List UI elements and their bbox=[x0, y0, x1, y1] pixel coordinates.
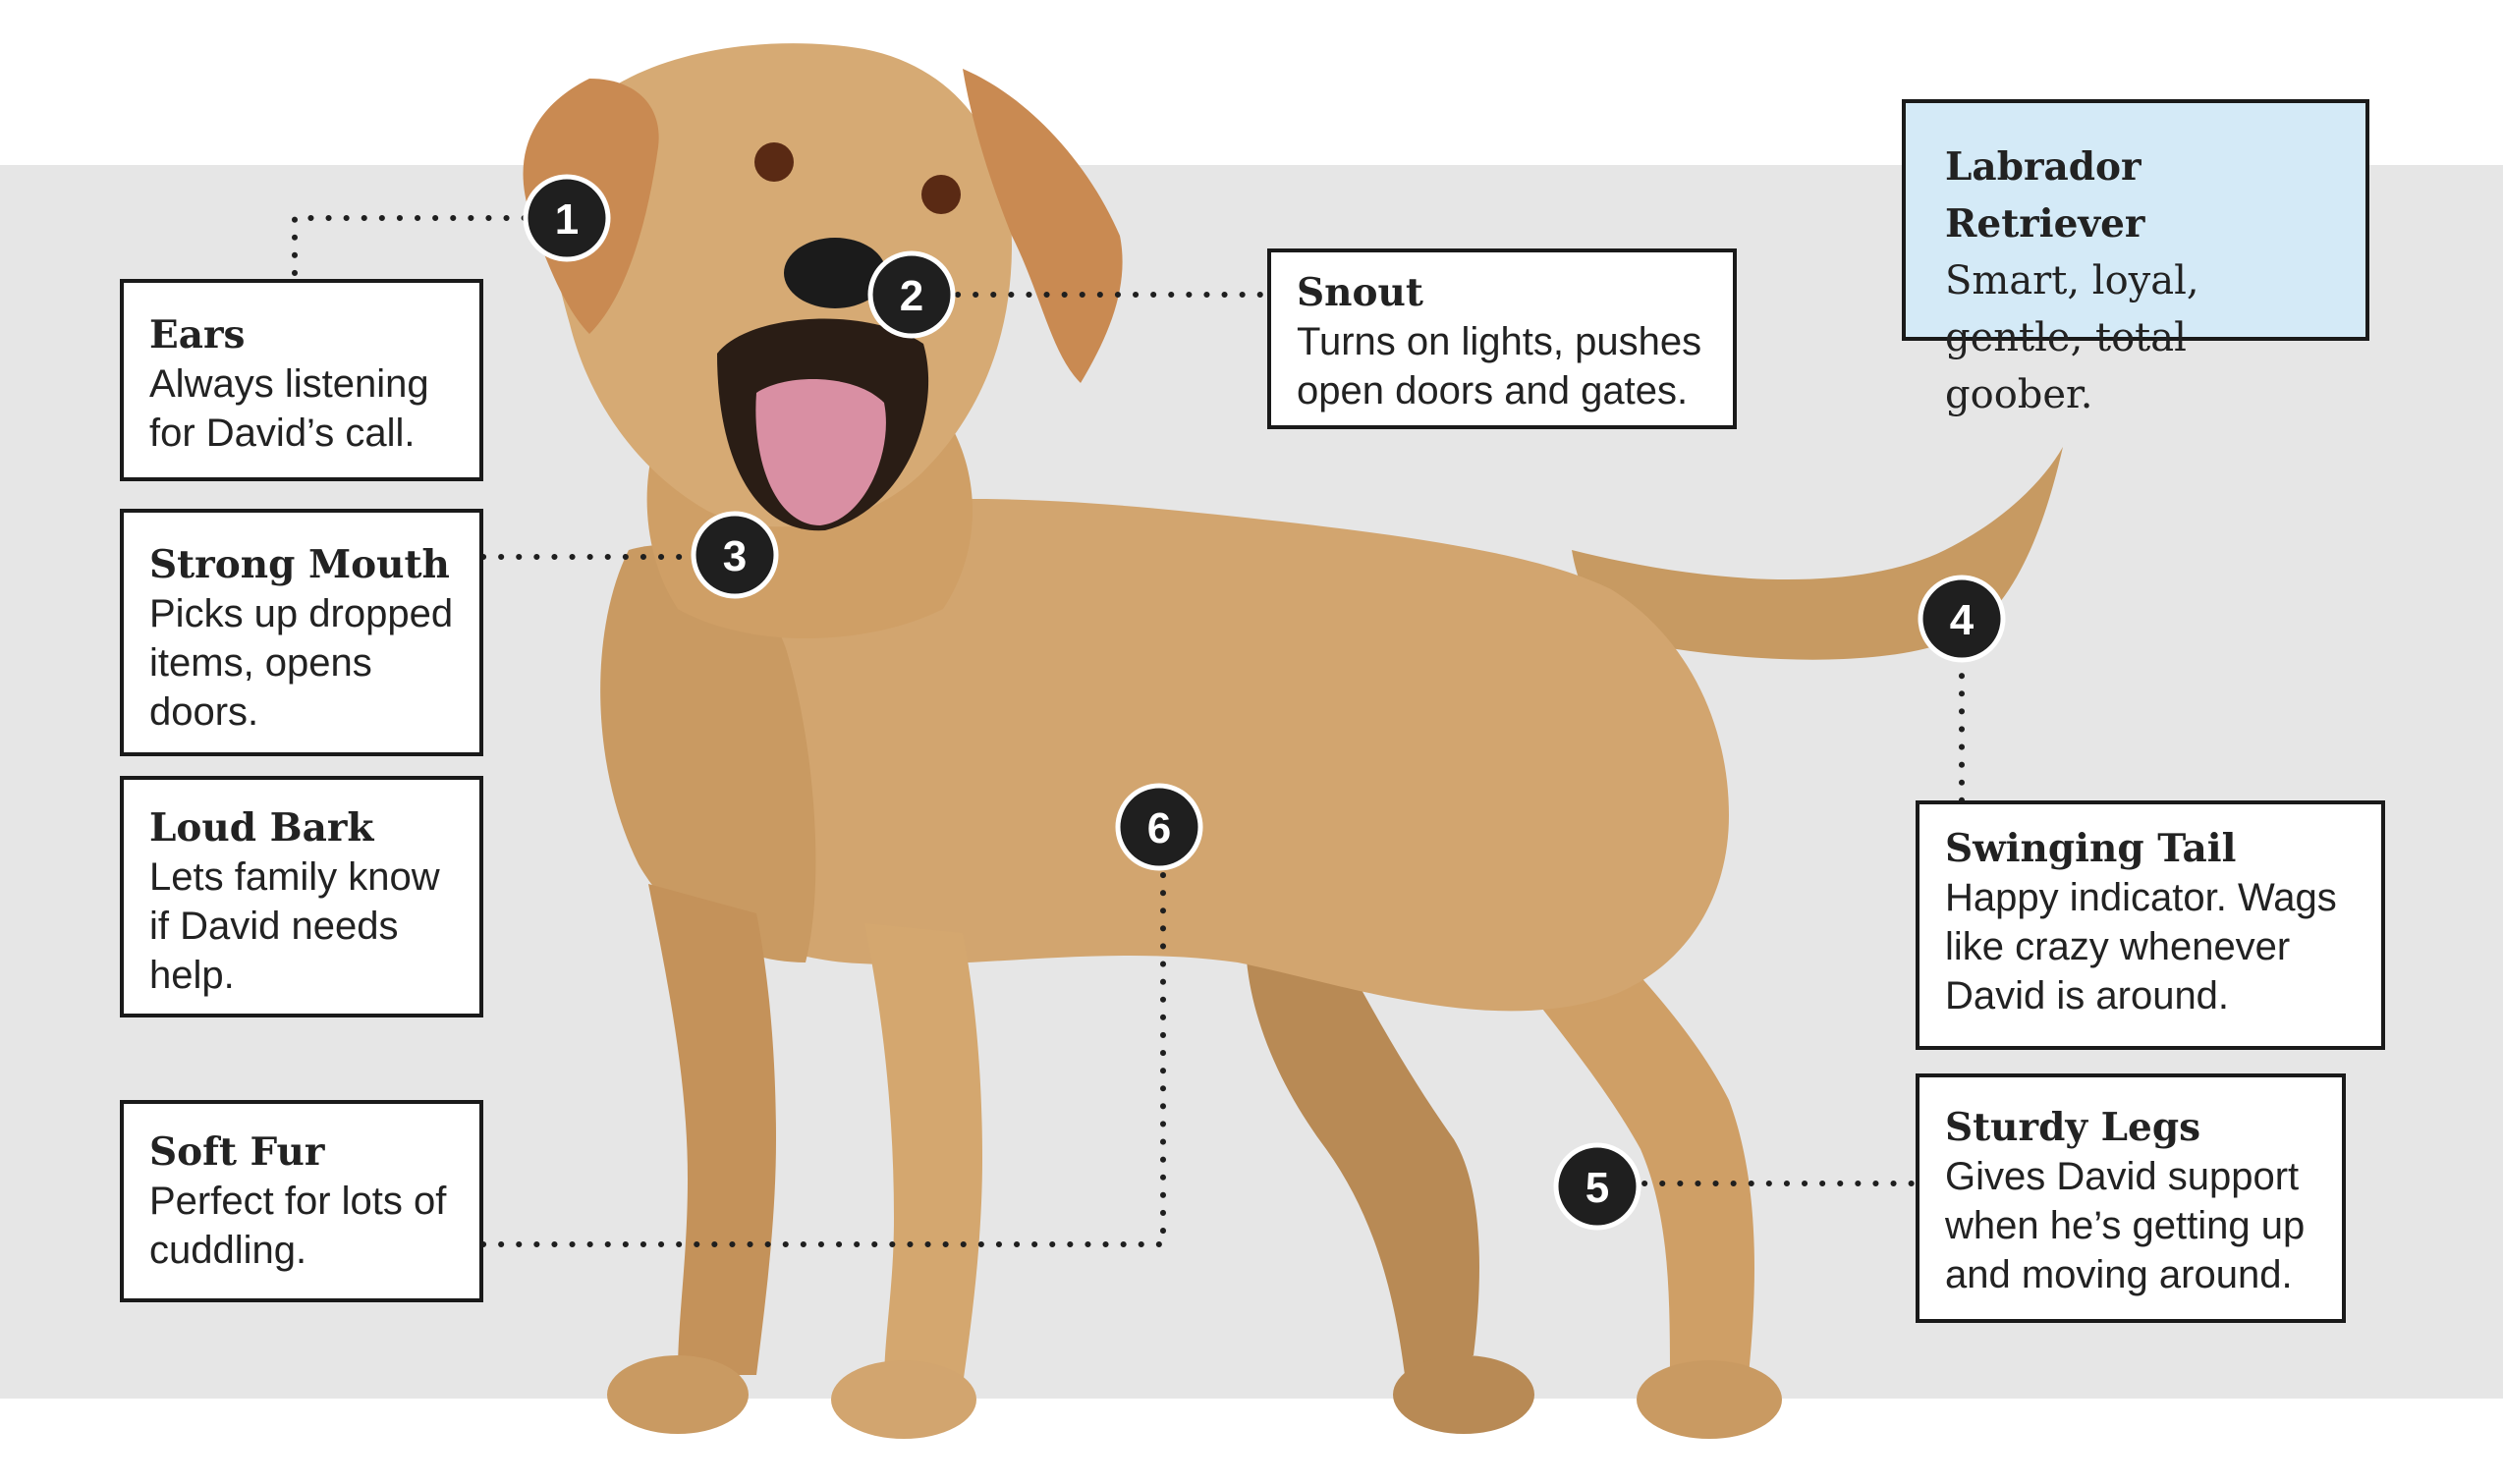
callout-snout: Snout Turns on lights, pushes open doors… bbox=[1267, 248, 1737, 429]
dog-paw bbox=[607, 1355, 749, 1434]
callout-snout-title: Snout bbox=[1297, 270, 1423, 315]
leader-line-ears bbox=[292, 215, 528, 276]
dog-eye bbox=[921, 175, 961, 214]
callout-sturdy-legs: Sturdy Legs Gives David support when he’… bbox=[1916, 1073, 2346, 1323]
callout-strong-mouth-body: Picks up dropped items, opens doors. bbox=[149, 592, 454, 734]
marker-2: 2 bbox=[867, 250, 956, 339]
callout-snout-body: Turns on lights, pushes open doors and g… bbox=[1297, 320, 1702, 412]
breed-info-box: Labrador Retriever Smart, loyal, gentle,… bbox=[1902, 99, 2369, 417]
dog-illustration bbox=[523, 43, 2063, 1439]
dog-nose bbox=[784, 238, 886, 308]
marker-1: 1 bbox=[523, 174, 611, 262]
dog-eye bbox=[754, 142, 794, 182]
dog-chest bbox=[600, 544, 816, 962]
callout-loud-bark-title: Loud Bark bbox=[149, 805, 374, 851]
callout-swinging-tail-title: Swinging Tail bbox=[1945, 826, 2237, 871]
dog-front-leg-left bbox=[648, 884, 776, 1375]
callout-sturdy-legs-title: Sturdy Legs bbox=[1945, 1105, 2201, 1150]
marker-6: 6 bbox=[1115, 783, 1203, 871]
callout-ears-title: Ears bbox=[149, 312, 246, 357]
marker-5-label: 5 bbox=[1585, 1164, 1609, 1212]
breed-description: Smart, loyal, gentle, total goober. bbox=[1945, 258, 2199, 417]
marker-4: 4 bbox=[1918, 575, 2006, 663]
dog-tongue bbox=[755, 379, 886, 525]
dog-ear-right bbox=[963, 69, 1123, 383]
marker-2-label: 2 bbox=[900, 272, 923, 320]
callout-swinging-tail-body: Happy indicator. Wags like crazy wheneve… bbox=[1945, 876, 2337, 1017]
callout-swinging-tail: Swinging Tail Happy indicator. Wags like… bbox=[1916, 800, 2385, 1050]
marker-3: 3 bbox=[691, 511, 779, 599]
callout-soft-fur-title: Soft Fur bbox=[149, 1129, 325, 1175]
marker-1-label: 1 bbox=[555, 195, 579, 244]
callout-loud-bark-body: Lets family know if David needs help. bbox=[149, 855, 440, 997]
callout-sturdy-legs-body: Gives David support when he’s getting up… bbox=[1945, 1155, 2306, 1296]
callout-soft-fur: Soft Fur Perfect for lots of cuddling. bbox=[120, 1100, 483, 1302]
leader-lines bbox=[292, 215, 1965, 1247]
breed-title: Labrador Retriever bbox=[1945, 144, 2145, 247]
marker-6-label: 6 bbox=[1147, 804, 1171, 852]
marker-5: 5 bbox=[1553, 1142, 1641, 1231]
dog-front-leg-right bbox=[864, 923, 982, 1385]
marker-3-label: 3 bbox=[723, 532, 747, 580]
callout-soft-fur-body: Perfect for lots of cuddling. bbox=[149, 1180, 447, 1272]
marker-4-label: 4 bbox=[1950, 596, 1975, 644]
callout-loud-bark: Loud Bark Lets family know if David need… bbox=[120, 776, 483, 1017]
callout-strong-mouth-title: Strong Mouth bbox=[149, 542, 450, 587]
callout-ears-body: Always listening for David’s call. bbox=[149, 362, 429, 455]
dog-paw bbox=[1637, 1360, 1782, 1439]
callout-ears: Ears Always listening for David’s call. bbox=[120, 279, 483, 481]
callout-strong-mouth: Strong Mouth Picks up dropped items, ope… bbox=[120, 509, 483, 756]
dog-body bbox=[629, 499, 1729, 1012]
dog-paw bbox=[1393, 1355, 1534, 1434]
dog-paw bbox=[831, 1360, 976, 1439]
markers: 1 2 3 4 5 6 bbox=[523, 174, 2006, 1231]
dog-back-leg-left bbox=[1246, 904, 1479, 1375]
